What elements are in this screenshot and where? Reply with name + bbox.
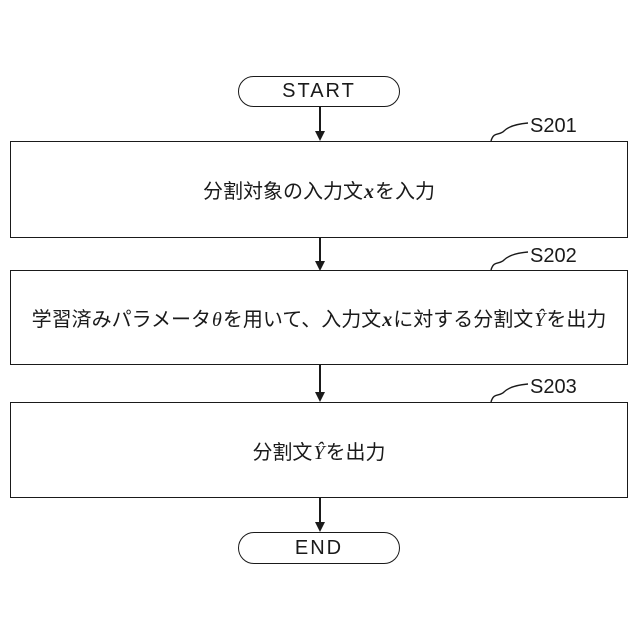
text-segment: に対する分割文 xyxy=(393,309,534,331)
end-terminal: END xyxy=(238,532,400,564)
arrow-head-icon xyxy=(314,261,325,271)
process-box-s202: 学習済みパラメータθを用いて、入力文xに対する分割文Ŷを出力 xyxy=(10,270,628,365)
math-symbol-y-hat: Ŷ xyxy=(313,441,325,464)
arrow-shaft xyxy=(319,107,321,132)
arrow-s202-to-s203 xyxy=(314,365,326,402)
leader-line-s202 xyxy=(490,251,529,271)
leader-line-s201 xyxy=(490,122,529,142)
text-segment: を出力 xyxy=(325,441,386,464)
step-text: 分割対象の入力文xを入力 xyxy=(203,175,435,204)
math-symbol-y-hat: Ŷ xyxy=(534,309,546,331)
process-box-s203: 分割文Ŷを出力 xyxy=(10,402,628,498)
arrow-head-icon xyxy=(314,392,325,402)
step-id-s201: S201 xyxy=(530,115,577,137)
leader-line-s203 xyxy=(490,383,529,403)
text-segment: を入力 xyxy=(375,181,435,203)
math-symbol-x: x xyxy=(364,181,374,203)
text-segment: 分割対象の入力文 xyxy=(203,181,363,203)
arrow-head-icon xyxy=(314,131,325,141)
arrow-shaft xyxy=(319,365,321,393)
arrow-shaft xyxy=(319,238,321,262)
start-label: START xyxy=(282,80,356,102)
process-box-s201: 分割対象の入力文xを入力 xyxy=(10,141,628,238)
math-symbol-theta: θ xyxy=(212,309,222,331)
text-segment: を用いて、入力文 xyxy=(222,309,382,331)
arrow-s201-to-s202 xyxy=(314,238,326,271)
step-text: 学習済みパラメータθを用いて、入力文xに対する分割文Ŷを出力 xyxy=(32,303,607,332)
arrow-start-to-s201 xyxy=(314,107,326,141)
step-id-s202: S202 xyxy=(530,245,577,267)
text-segment: を出力 xyxy=(546,309,607,331)
arrow-head-icon xyxy=(314,522,325,532)
end-label: END xyxy=(294,536,344,559)
start-terminal: START xyxy=(238,76,400,107)
step-id-s203: S203 xyxy=(530,376,577,398)
arrow-shaft xyxy=(319,498,321,523)
math-symbol-x: x xyxy=(382,309,393,331)
arrow-s203-to-end xyxy=(314,498,326,532)
text-segment: 学習済みパラメータ xyxy=(31,309,212,331)
step-text: 分割文Ŷを出力 xyxy=(252,436,385,465)
text-segment: 分割文 xyxy=(252,441,313,464)
